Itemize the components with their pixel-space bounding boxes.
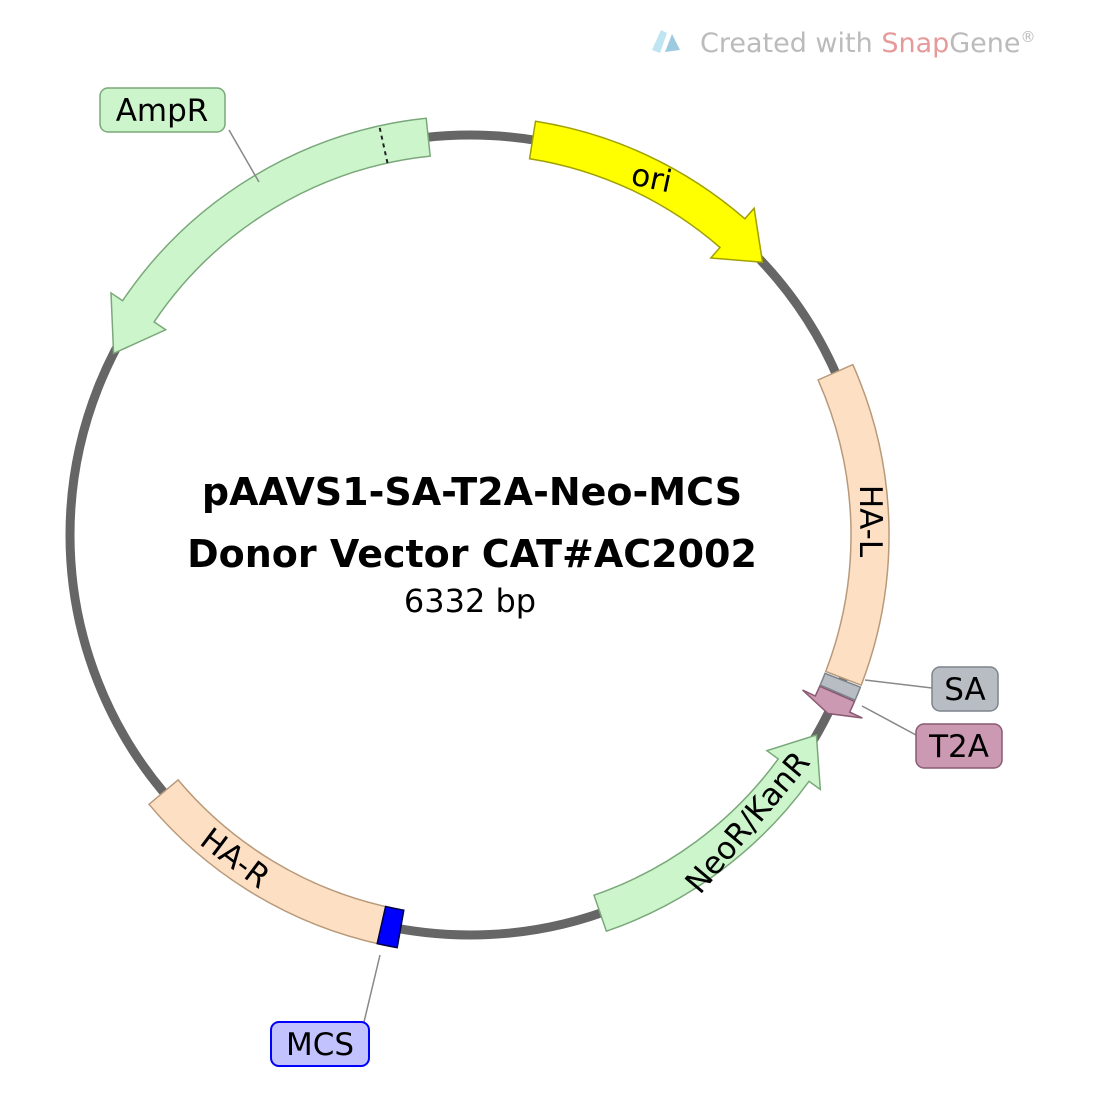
feature-sa[interactable] <box>819 672 862 702</box>
label-mcs-box <box>270 1021 370 1067</box>
sa-leader-line <box>864 679 933 689</box>
label-sa[interactable]: SA <box>931 666 999 712</box>
t2a-leader-line <box>861 705 917 736</box>
feature-ha-l[interactable] <box>817 363 890 687</box>
label-t2a[interactable]: T2A <box>915 723 1003 769</box>
label-t2a-text: T2A <box>928 729 989 765</box>
snapgene-watermark: Created with SnapGene® <box>652 28 1036 59</box>
label-mcs-text: MCS <box>286 1027 354 1063</box>
feature-neor-kanr[interactable] <box>593 733 822 933</box>
snapgene-logo-icon <box>652 30 680 53</box>
feature-ampr[interactable] <box>110 117 432 355</box>
label-mcs[interactable]: MCS <box>270 1021 370 1067</box>
feature-mcs[interactable] <box>376 905 405 949</box>
feature-ori[interactable] <box>528 120 764 264</box>
watermark-registered-mark: ® <box>1021 28 1036 46</box>
mcs-leader-line <box>363 954 381 1023</box>
ampr-leader-line <box>228 129 260 183</box>
plasmid-title-line2: Donor Vector CAT#AC2002 <box>187 532 757 576</box>
watermark-brand-snap: Snap <box>881 28 949 59</box>
feature-label-ha-l: HA-L <box>852 485 888 558</box>
label-ampr-text: AmpR <box>116 93 209 129</box>
watermark-prefix: Created with <box>700 28 881 59</box>
watermark-brand-gene: Gene <box>949 28 1020 59</box>
plasmid-length: 6332 bp <box>404 582 536 620</box>
feature-ha-r[interactable] <box>147 778 392 946</box>
feature-label-neor-kanr: NeoR/KanR <box>678 745 817 901</box>
label-sa-box <box>931 666 999 712</box>
label-ampr[interactable]: AmpR <box>99 87 226 133</box>
label-ampr-box <box>99 87 226 133</box>
label-t2a-box <box>915 723 1003 769</box>
feature-label-ori: ori <box>628 157 675 201</box>
ampr-segment-divider <box>378 125 389 164</box>
label-sa-text: SA <box>944 672 985 708</box>
plasmid-title-line1: pAAVS1-SA-T2A-Neo-MCS <box>202 470 742 514</box>
svg-text:Created with SnapGene®: Created with SnapGene® <box>700 28 1036 59</box>
feature-t2a[interactable] <box>802 685 863 719</box>
